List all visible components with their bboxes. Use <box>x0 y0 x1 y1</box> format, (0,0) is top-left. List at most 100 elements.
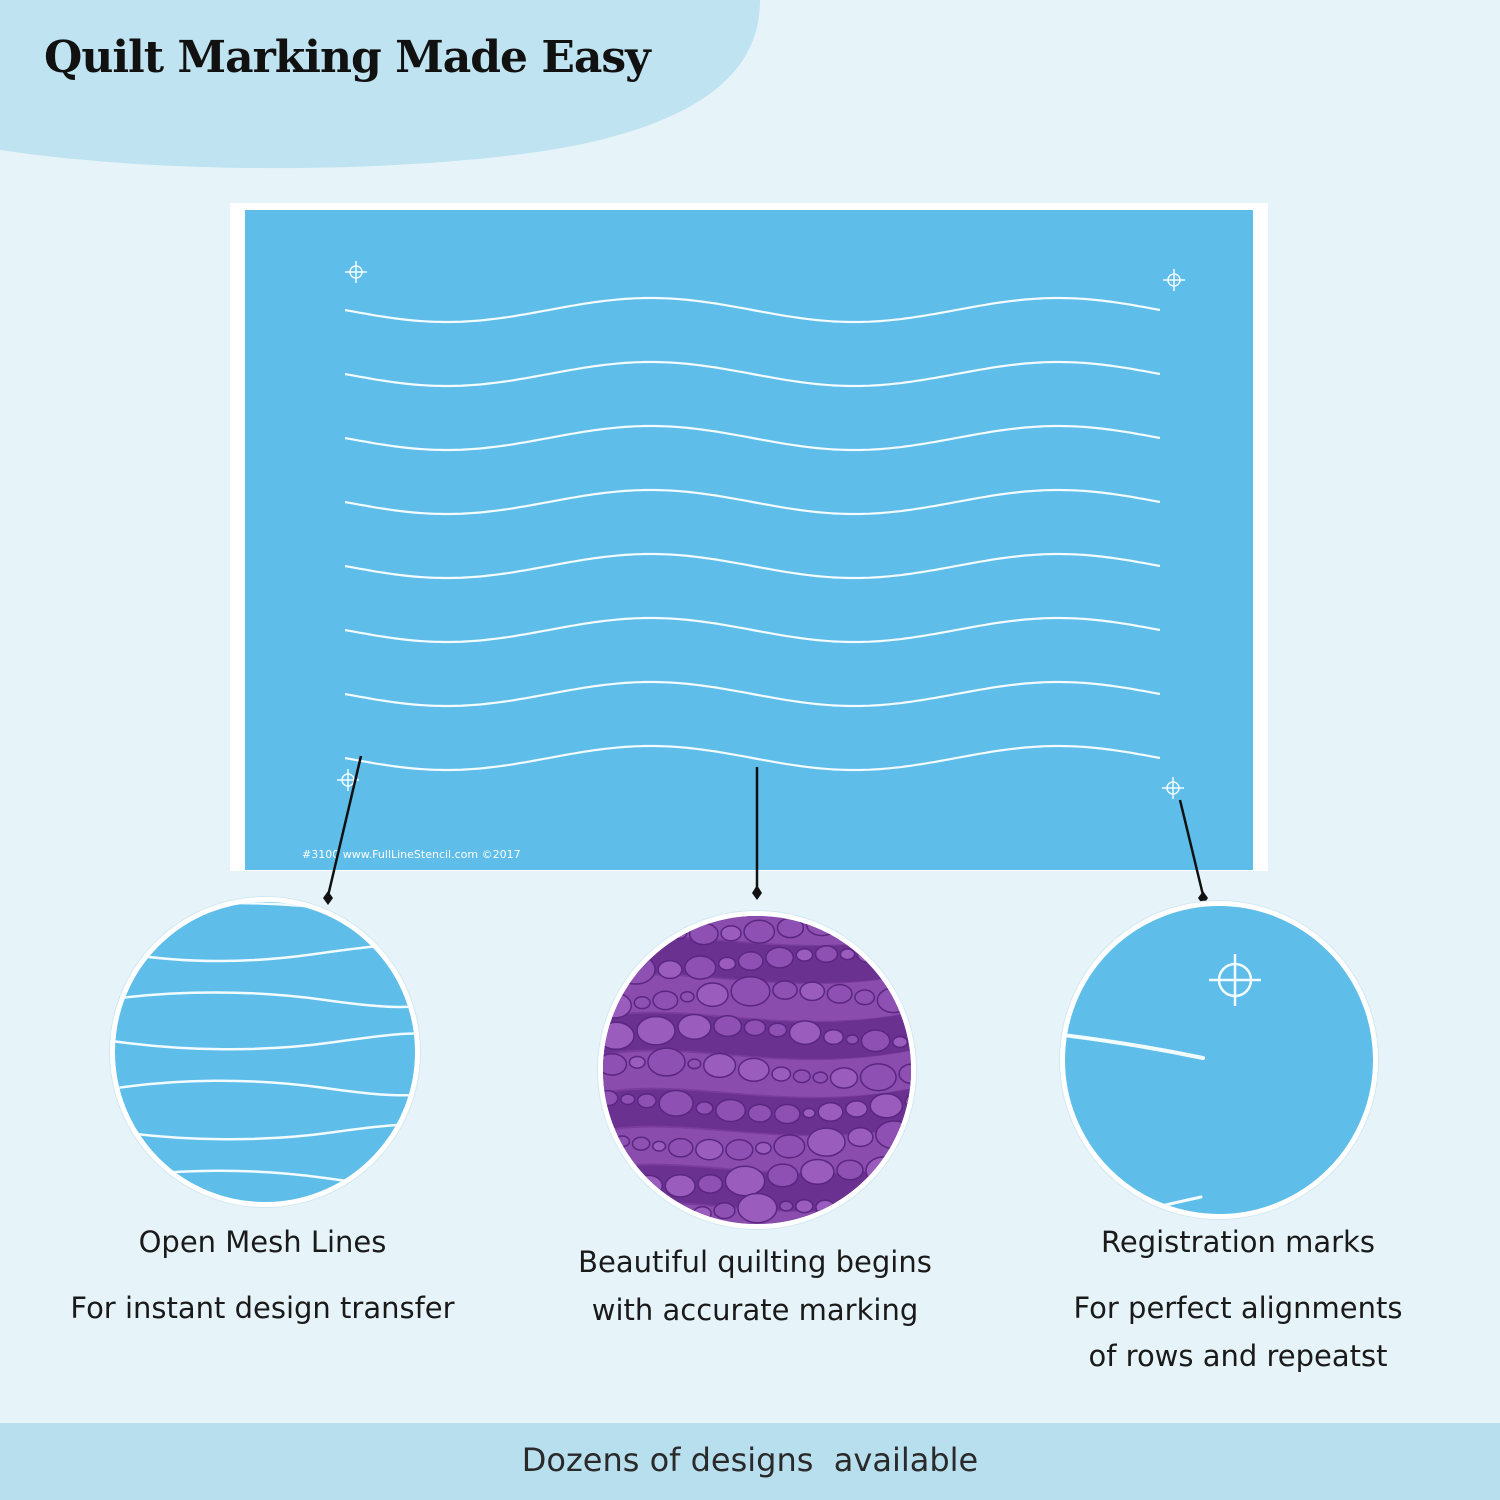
feature-quilting-caption: Beautiful quilting begins with accurate … <box>510 1238 1000 1334</box>
quilt-bubble <box>802 1107 816 1119</box>
quilt-bubble <box>765 946 795 969</box>
quilt-bubble <box>772 980 798 1000</box>
quilt-bubble <box>743 919 776 944</box>
quilt-bubble <box>806 1127 846 1157</box>
quilt-bubble <box>776 917 805 939</box>
quilt-bubble <box>788 1020 822 1046</box>
detail-circle-mesh-lines <box>110 897 420 1207</box>
quilt-bubble <box>730 976 771 1007</box>
wave-line <box>344 616 1161 644</box>
quilt-bubble <box>854 989 876 1006</box>
quilt-bubble <box>687 1058 702 1070</box>
quilt-bubble <box>792 1069 811 1084</box>
quilt-bubble <box>909 1037 911 1047</box>
quilt-bubble <box>677 1013 712 1040</box>
quilt-bubble <box>651 1140 667 1152</box>
wave-line <box>344 680 1161 708</box>
quilt-bubble <box>636 1015 676 1046</box>
wave-line <box>344 296 1161 324</box>
stencil-sheet: #3100 www.FullLineStencil.com ©2017 <box>245 210 1253 870</box>
quilt-bubble <box>812 1071 829 1084</box>
quilt-bubble <box>817 1101 844 1122</box>
header-blob <box>0 0 760 169</box>
wave-lines <box>337 261 1185 799</box>
quilt-bubble <box>773 1103 801 1125</box>
quilt-bubble <box>847 1127 874 1148</box>
quilt-bubble <box>845 1034 860 1045</box>
quilt-bubble <box>633 995 651 1010</box>
quilt-bubble <box>859 1063 897 1092</box>
quilt-bubble <box>647 1047 686 1077</box>
quilt-bubble <box>684 955 717 980</box>
quilt-bubble <box>860 1029 891 1053</box>
feature-mesh-lines-title: Open Mesh Lines <box>138 1225 387 1259</box>
quilt-bubble <box>614 1135 631 1148</box>
wave-line <box>344 424 1161 452</box>
quilt-bubble <box>794 1199 814 1214</box>
feature-quilting-line-1: Beautiful quilting begins <box>578 1245 932 1279</box>
feature-registration-line-2: of rows and repeatst <box>1088 1339 1388 1373</box>
registration-mark-icon <box>345 261 367 283</box>
detail-circle-registration-mark <box>1060 901 1378 1219</box>
quilt-bubble <box>898 1063 911 1085</box>
quilt-bubble <box>892 1035 909 1049</box>
quilt-bubble <box>628 1055 646 1069</box>
quilt-bubble <box>826 983 853 1004</box>
stencil-label: #3100 www.FullLineStencil.com ©2017 <box>302 848 521 861</box>
quilt-bubble <box>713 1015 743 1038</box>
wave-line <box>344 360 1161 388</box>
quilt-bubble <box>658 1089 694 1117</box>
feature-mesh-lines-subtitle: For instant design transfer <box>70 1291 455 1325</box>
wave-line <box>344 488 1161 516</box>
quilt-bubble <box>720 925 742 942</box>
quilt-bubble <box>717 956 737 971</box>
registration-mark-icon <box>1163 269 1185 291</box>
quilt-bubble <box>814 945 839 964</box>
quilt-bubble <box>696 982 729 1008</box>
page-title: Quilt Marking Made Easy <box>44 32 651 83</box>
quilt-bubble <box>603 1052 628 1076</box>
quilt-bubble <box>695 1101 714 1116</box>
quilt-bubble <box>724 1165 766 1197</box>
quilt-bubble <box>766 1163 799 1188</box>
feature-quilting-line-2: with accurate marking <box>591 1293 919 1327</box>
quilt-bubble <box>737 951 764 972</box>
quilt-bubble <box>664 1173 696 1198</box>
quilt-bubble <box>829 1067 859 1089</box>
quilt-bubble <box>795 948 814 962</box>
wave-line <box>344 552 1161 580</box>
quilt-bubble <box>754 1141 772 1155</box>
feature-registration-line-1: For perfect alignments <box>1073 1291 1403 1325</box>
quilt-bubble <box>702 1052 737 1079</box>
quilt-bubble <box>636 1093 657 1109</box>
quilt-bubble <box>737 1192 778 1224</box>
quilt-bubble <box>839 948 856 961</box>
quilt-bubble <box>652 990 679 1011</box>
quilt-bubble <box>779 1200 794 1212</box>
registration-mark-icon <box>1162 777 1184 799</box>
quilt-bubble <box>713 1202 736 1220</box>
quilt-bubble <box>603 1089 619 1107</box>
quilt-bubble <box>767 1022 788 1038</box>
footer-text: Dozens of designs available <box>521 1441 979 1479</box>
quilt-bubble <box>695 1138 724 1161</box>
quilt-bubble <box>822 1029 844 1046</box>
quilt-bubble <box>771 1066 792 1082</box>
quilt-bubble <box>737 1057 770 1082</box>
quilt-bubble <box>836 1159 864 1181</box>
quilt-bubble <box>603 1021 635 1051</box>
stencil-photo: #3100 www.FullLineStencil.com ©2017 <box>230 203 1268 871</box>
wave-line <box>344 744 1161 772</box>
quilt-bubble <box>799 981 826 1002</box>
quilt-bubble <box>657 959 683 980</box>
quilt-bubble <box>688 922 719 946</box>
feature-registration-caption: Registration marks For perfect alignment… <box>1020 1218 1456 1380</box>
quilt-bubble <box>667 1137 694 1158</box>
quilt-bubble <box>773 1134 806 1159</box>
footer-bar: Dozens of designs available <box>0 1423 1500 1500</box>
quilt-bubble <box>725 1139 754 1161</box>
quilt-bubble <box>747 1103 773 1123</box>
quilt-bubble <box>869 1092 904 1119</box>
quilt-bubble <box>715 1098 747 1123</box>
detail-circle-quilted-fabric <box>598 911 916 1229</box>
